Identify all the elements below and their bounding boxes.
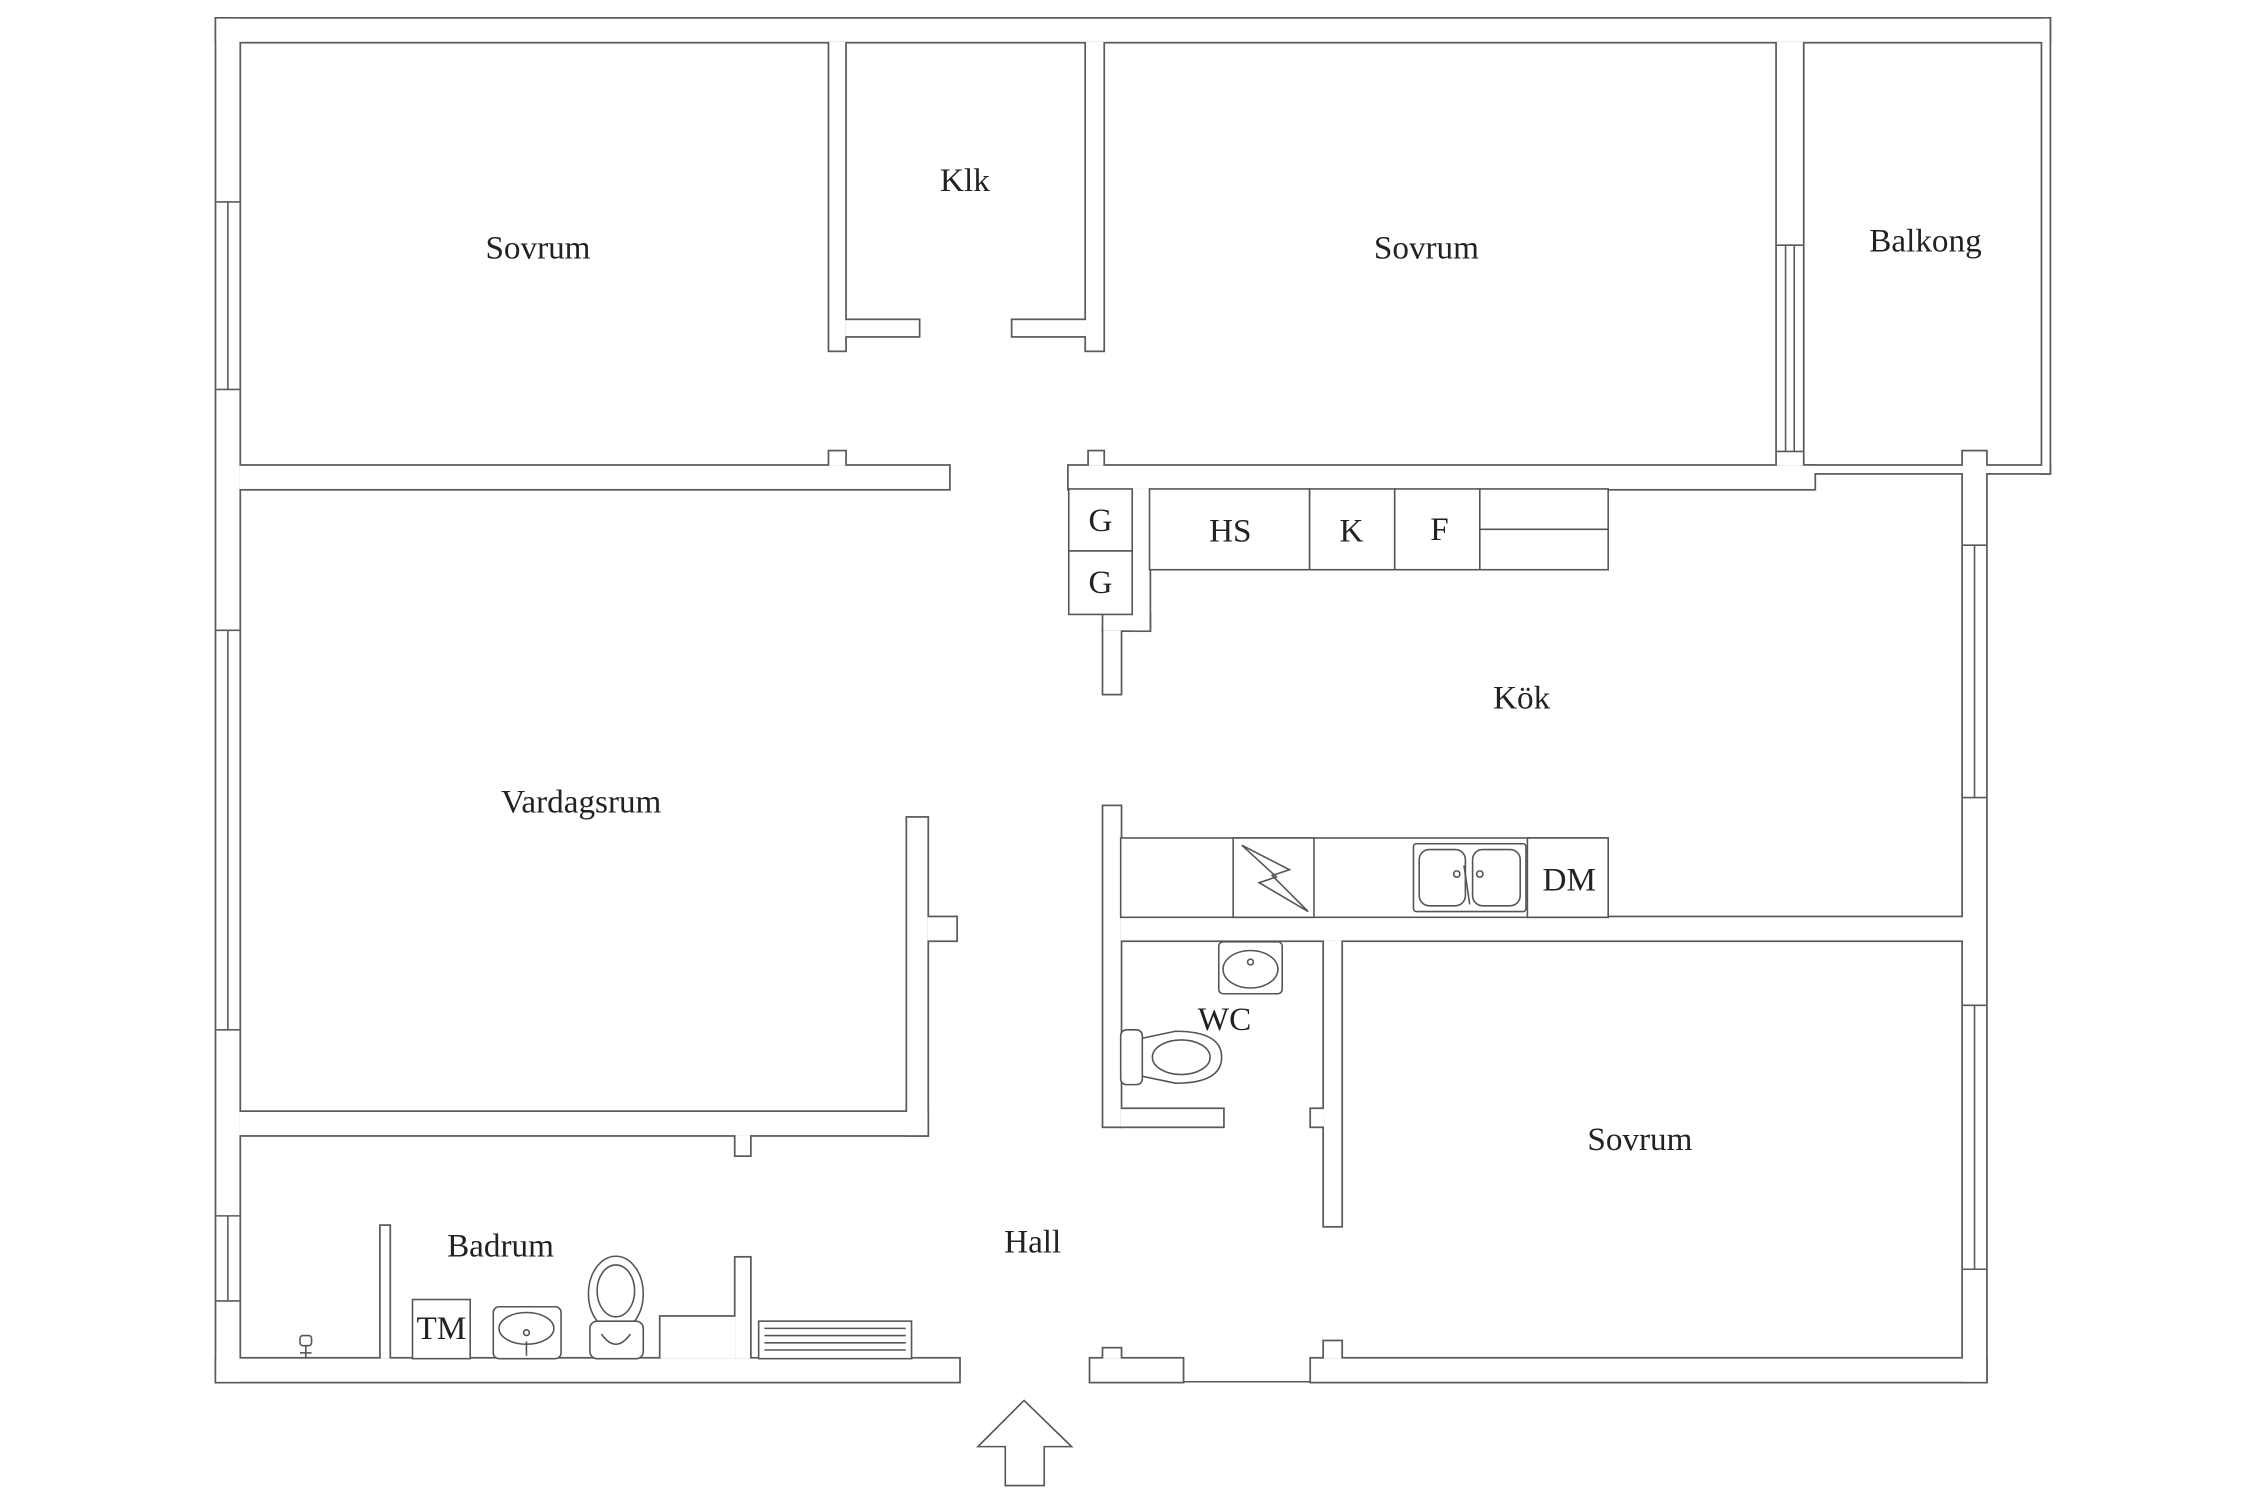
wall bbox=[1324, 1341, 1342, 1359]
wall bbox=[1776, 41, 1803, 466]
radiator bbox=[757, 1320, 913, 1360]
wall bbox=[1802, 465, 2050, 474]
fixture-label-g-lower: G bbox=[1089, 564, 1113, 601]
wall bbox=[1086, 41, 1104, 351]
fixture-label-k: K bbox=[1339, 512, 1363, 549]
room-label-balkong: Balkong bbox=[1869, 222, 1981, 259]
wall bbox=[1012, 320, 1087, 337]
wall bbox=[1324, 940, 1342, 1226]
wall bbox=[2042, 18, 2050, 474]
wall bbox=[1068, 465, 1815, 489]
room-label-kok: Kök bbox=[1493, 680, 1551, 717]
wall bbox=[239, 465, 950, 489]
fixture-label-hs: HS bbox=[1209, 512, 1251, 549]
washing-machine bbox=[411, 1298, 471, 1360]
windows bbox=[216, 201, 1987, 1302]
bathroom-sink bbox=[492, 1305, 562, 1360]
kitchen-cabinet-lower bbox=[1479, 528, 1609, 571]
window-left-vardagsrum bbox=[216, 629, 240, 1031]
fixture-label-f: F bbox=[1430, 511, 1448, 548]
bathroom-toilet bbox=[587, 1255, 645, 1360]
room-label-sovrum-top-middle: Sovrum bbox=[1374, 230, 1479, 267]
window-left-sovrum bbox=[216, 201, 240, 391]
wall bbox=[216, 1358, 960, 1382]
window-right-kok bbox=[1962, 544, 1987, 799]
wall bbox=[1311, 1109, 1325, 1127]
walls-outline bbox=[214, 17, 2052, 1384]
wall bbox=[845, 320, 919, 337]
balcony-door-window bbox=[1776, 244, 1803, 453]
dishwasher bbox=[1526, 837, 1609, 919]
wall bbox=[1962, 451, 1987, 1382]
wall bbox=[1120, 917, 1963, 941]
wall bbox=[1103, 630, 1121, 694]
wall bbox=[829, 451, 846, 466]
fixture-label-dm: DM bbox=[1543, 861, 1596, 898]
window-left-badrum bbox=[216, 1215, 240, 1302]
stove bbox=[1232, 837, 1315, 919]
fixture-label-g-upper: G bbox=[1089, 502, 1113, 539]
walls bbox=[216, 18, 2050, 1382]
kitchen-cabinet-upper bbox=[1479, 488, 1609, 531]
stove-bolt-icon bbox=[1241, 844, 1309, 913]
window-right-sovrum bbox=[1962, 1004, 1987, 1271]
wall bbox=[1103, 614, 1150, 631]
shower-mixer bbox=[299, 1334, 313, 1359]
wall bbox=[1311, 1358, 1987, 1382]
wall bbox=[735, 1135, 750, 1156]
wall bbox=[907, 817, 928, 1136]
kitchen-sink bbox=[1412, 842, 1527, 913]
room-label-klk: Klk bbox=[940, 162, 990, 199]
room-label-hall: Hall bbox=[1004, 1223, 1061, 1260]
cabinet-g-lower bbox=[1067, 550, 1134, 616]
wall bbox=[735, 1257, 750, 1359]
wall bbox=[239, 1112, 928, 1136]
fridge bbox=[1308, 488, 1396, 571]
wc-sink bbox=[1217, 941, 1284, 995]
wall bbox=[1103, 1348, 1121, 1359]
wall bbox=[927, 917, 957, 941]
wall bbox=[829, 41, 846, 351]
room-label-sovrum-bottom-right: Sovrum bbox=[1587, 1121, 1692, 1158]
room-label-wc: WC bbox=[1198, 1001, 1251, 1038]
wall bbox=[1120, 1109, 1224, 1127]
fixture-label-tm: TM bbox=[416, 1310, 466, 1347]
wall bbox=[660, 1316, 736, 1359]
room-label-badrum: Badrum bbox=[447, 1228, 554, 1265]
wall bbox=[380, 1225, 390, 1359]
high-cabinet bbox=[1148, 488, 1311, 571]
room-label-vardagsrum: Vardagsrum bbox=[501, 783, 661, 820]
room-label-sovrum-top-left: Sovrum bbox=[485, 230, 590, 267]
wall bbox=[1090, 1358, 1183, 1382]
wall bbox=[1088, 451, 1104, 466]
wall bbox=[1132, 488, 1150, 631]
wall bbox=[1103, 806, 1121, 1127]
wall bbox=[216, 18, 2050, 42]
wc-toilet bbox=[1119, 1029, 1223, 1086]
cabinet-g-upper bbox=[1067, 488, 1134, 552]
arrow-up-icon bbox=[975, 1399, 1074, 1487]
